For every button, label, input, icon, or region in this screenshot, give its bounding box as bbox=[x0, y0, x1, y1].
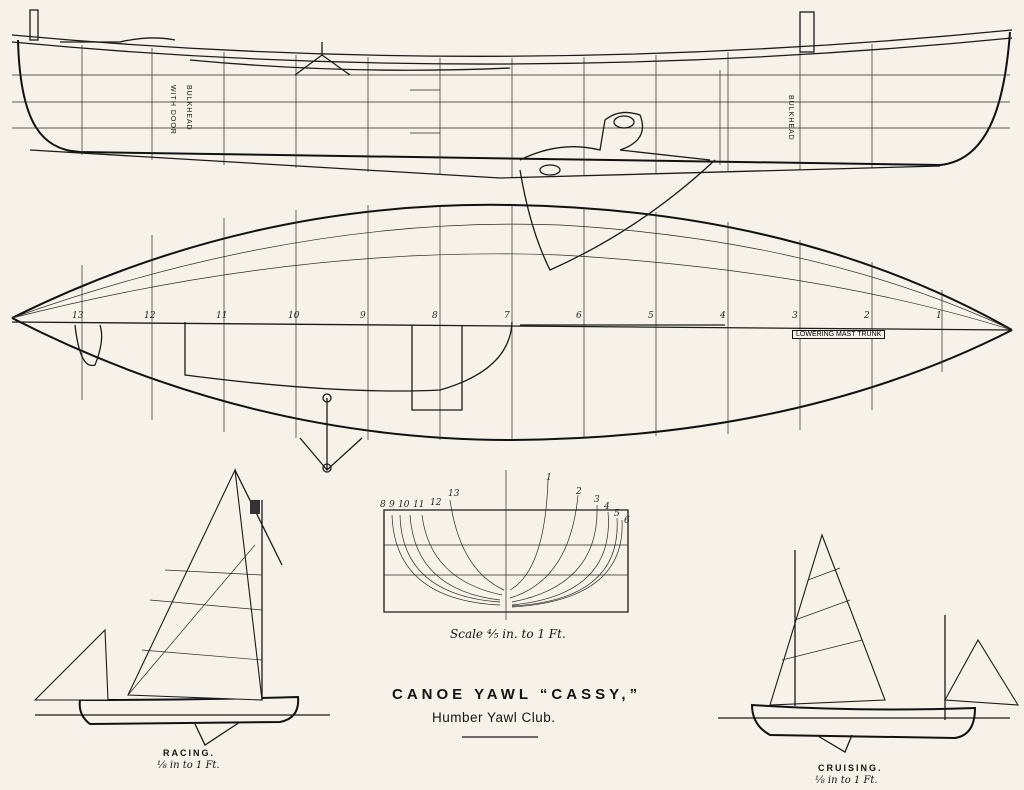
station-label: 7 bbox=[504, 311, 510, 321]
drawing-title: CANOE YAWL “CASSY,” bbox=[392, 686, 642, 703]
hull-profile bbox=[11, 9, 1013, 271]
station-label: 8 bbox=[432, 311, 438, 321]
station-label: 1 bbox=[936, 311, 942, 321]
racing-scale: ⅛ in to 1 Ft. bbox=[157, 760, 220, 771]
station-label: 4 bbox=[719, 311, 726, 321]
station-label: 11 bbox=[216, 311, 227, 321]
station-label: 6 bbox=[576, 311, 582, 321]
section-label: 3 bbox=[594, 495, 600, 505]
station-label: 2 bbox=[863, 311, 870, 321]
section-label: 5 bbox=[614, 509, 620, 519]
section-label: 11 bbox=[413, 500, 424, 510]
cruising-label: CRUISING. bbox=[818, 763, 883, 773]
section-label: 1 bbox=[546, 473, 552, 483]
section-label: 9 bbox=[389, 500, 395, 510]
section-label: 13 bbox=[448, 489, 460, 499]
section-label: 12 bbox=[430, 498, 442, 508]
cruising-sail-plan bbox=[718, 533, 1020, 753]
station-label: 9 bbox=[360, 311, 366, 321]
drawing-subtitle: Humber Yawl Club. bbox=[432, 710, 556, 725]
station-label: 12 bbox=[144, 311, 156, 321]
station-label: 10 bbox=[288, 311, 300, 321]
half-breadth-plan: 13 12 11 10 9 8 7 6 5 4 3 2 1 bbox=[11, 203, 1013, 473]
station-label: 3 bbox=[792, 311, 798, 321]
section-label: 4 bbox=[603, 502, 610, 512]
bulkhead-fwd-label: BULKHEAD bbox=[787, 95, 794, 141]
station-label: 13 bbox=[72, 311, 84, 321]
mast-trunk-label: LOWERING MAST TRUNK bbox=[792, 330, 886, 339]
station-label: 5 bbox=[648, 311, 654, 321]
bulkhead-door-note: WITH DOOR bbox=[169, 85, 176, 135]
bulkhead-aft-label: BULKHEAD bbox=[185, 85, 192, 131]
section-label: 8 bbox=[380, 500, 386, 510]
racing-sail-plan bbox=[33, 468, 330, 746]
body-plan-scale: Scale ⅘ in. to 1 Ft. bbox=[450, 627, 566, 641]
section-label: 10 bbox=[398, 500, 410, 510]
section-label: 2 bbox=[575, 487, 582, 497]
cruising-scale: ⅛ in to 1 Ft. bbox=[815, 775, 878, 786]
racing-label: RACING. bbox=[163, 748, 215, 758]
section-label: 6 bbox=[624, 516, 630, 526]
